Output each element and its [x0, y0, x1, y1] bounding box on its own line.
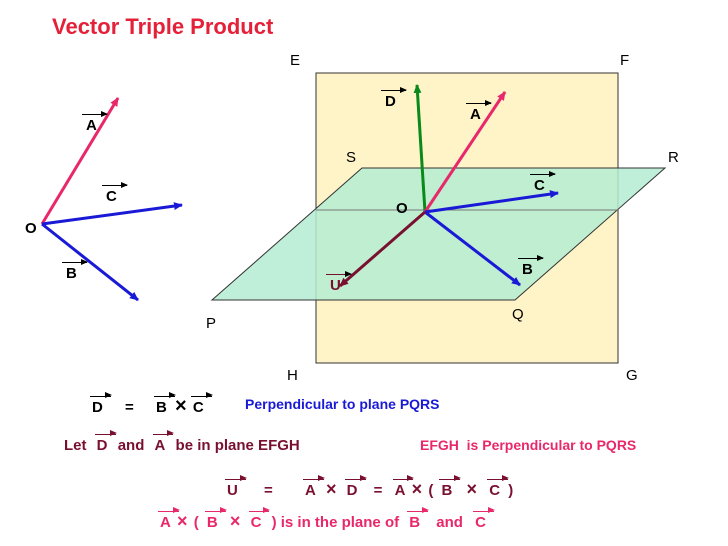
- plane-corner-e: E: [290, 52, 301, 69]
- plane-corner-r: R: [668, 149, 679, 166]
- eq1-cross: ×: [174, 395, 187, 417]
- left-vector-b-label: B: [62, 259, 88, 282]
- eq2-rest: be in plane EFGH: [175, 437, 300, 454]
- eq1-equals: =: [125, 399, 134, 416]
- conclusion-statement: A × ( B × C ) is in the plane of B and C: [158, 507, 495, 532]
- vector-c-arrow: [424, 190, 559, 214]
- left-vector-c-label: C: [102, 182, 128, 205]
- equation-d-equals-b-cross-c: D = B × C: [90, 392, 213, 418]
- plane-corner-f: F: [620, 52, 630, 69]
- eq4-c: C: [248, 507, 271, 531]
- left-origin-label: O: [25, 220, 37, 237]
- eq2-a: A: [152, 430, 175, 454]
- eq3-b: B: [439, 475, 462, 499]
- left-vector-a-arrow: [40, 97, 120, 225]
- eq4-b: B: [204, 507, 227, 531]
- eq3-d: D: [344, 475, 367, 499]
- eq4-cross1: ×: [177, 511, 188, 531]
- eq3-cross2: ×: [411, 479, 423, 499]
- vector-u-arrow: [339, 210, 426, 288]
- eq3-a: A: [302, 475, 325, 499]
- eq1-b: B: [153, 392, 176, 416]
- vector-b-arrow: [424, 210, 521, 287]
- eq4-b2: B: [407, 507, 429, 531]
- page-title: Vector Triple Product: [52, 14, 274, 39]
- left-vector-c-arrow: [41, 202, 183, 226]
- eq3-c: C: [487, 475, 509, 499]
- eq3-u: U: [225, 475, 247, 499]
- plane-corner-q: Q: [512, 306, 524, 323]
- equation-u-definition: U = A × D = A × ( B × C ): [225, 475, 514, 500]
- eq3-cross3: ×: [466, 479, 478, 499]
- left-vector-a-label: A: [82, 111, 108, 134]
- eq2-let: Let: [64, 437, 87, 454]
- left-vector-b-arrow: [41, 222, 139, 302]
- eq4-c2: C: [473, 507, 495, 531]
- eq4-cross2: ×: [229, 511, 241, 531]
- eq4-rest: ) is in the plane of: [271, 514, 400, 531]
- eq3-equals: =: [264, 482, 273, 499]
- eq4-open-paren: (: [193, 514, 199, 531]
- eq1-c: C: [190, 392, 213, 416]
- vector-b-label: B: [518, 255, 544, 278]
- eq4-and: and: [436, 514, 463, 531]
- let-d-and-a-statement: Let D and A be in plane EFGH: [64, 430, 300, 454]
- eq3-close-paren: ): [508, 482, 514, 499]
- eq2-d: D: [94, 430, 117, 454]
- eq3-cross1: ×: [325, 479, 337, 499]
- plane-corner-p: P: [206, 315, 217, 332]
- vector-d-arrow: [413, 84, 427, 213]
- perpendicular-note: Perpendicular to plane PQRS: [245, 396, 440, 412]
- vector-d-label: D: [381, 87, 407, 110]
- origin-label: O: [396, 200, 408, 217]
- eq3-equals2: =: [373, 482, 383, 499]
- plane-corner-g: G: [626, 367, 638, 384]
- eq4-a: A: [158, 507, 180, 531]
- eq3-a2: A: [392, 475, 415, 499]
- plane-pqrs: [210, 167, 667, 301]
- vector-c-label: C: [530, 171, 556, 194]
- vector-u-label: U: [326, 271, 352, 294]
- vector-a-arrow: [423, 91, 507, 213]
- vector-a-label: A: [466, 100, 492, 123]
- plane-corner-h: H: [287, 367, 298, 384]
- eq1-d: D: [90, 392, 112, 416]
- eq2-and: and: [117, 437, 145, 454]
- efgh-perpendicular-note: EFGH is Perpendicular to PQRS: [420, 437, 637, 453]
- plane-corner-s: S: [346, 149, 357, 166]
- eq3-open-paren: (: [428, 482, 434, 499]
